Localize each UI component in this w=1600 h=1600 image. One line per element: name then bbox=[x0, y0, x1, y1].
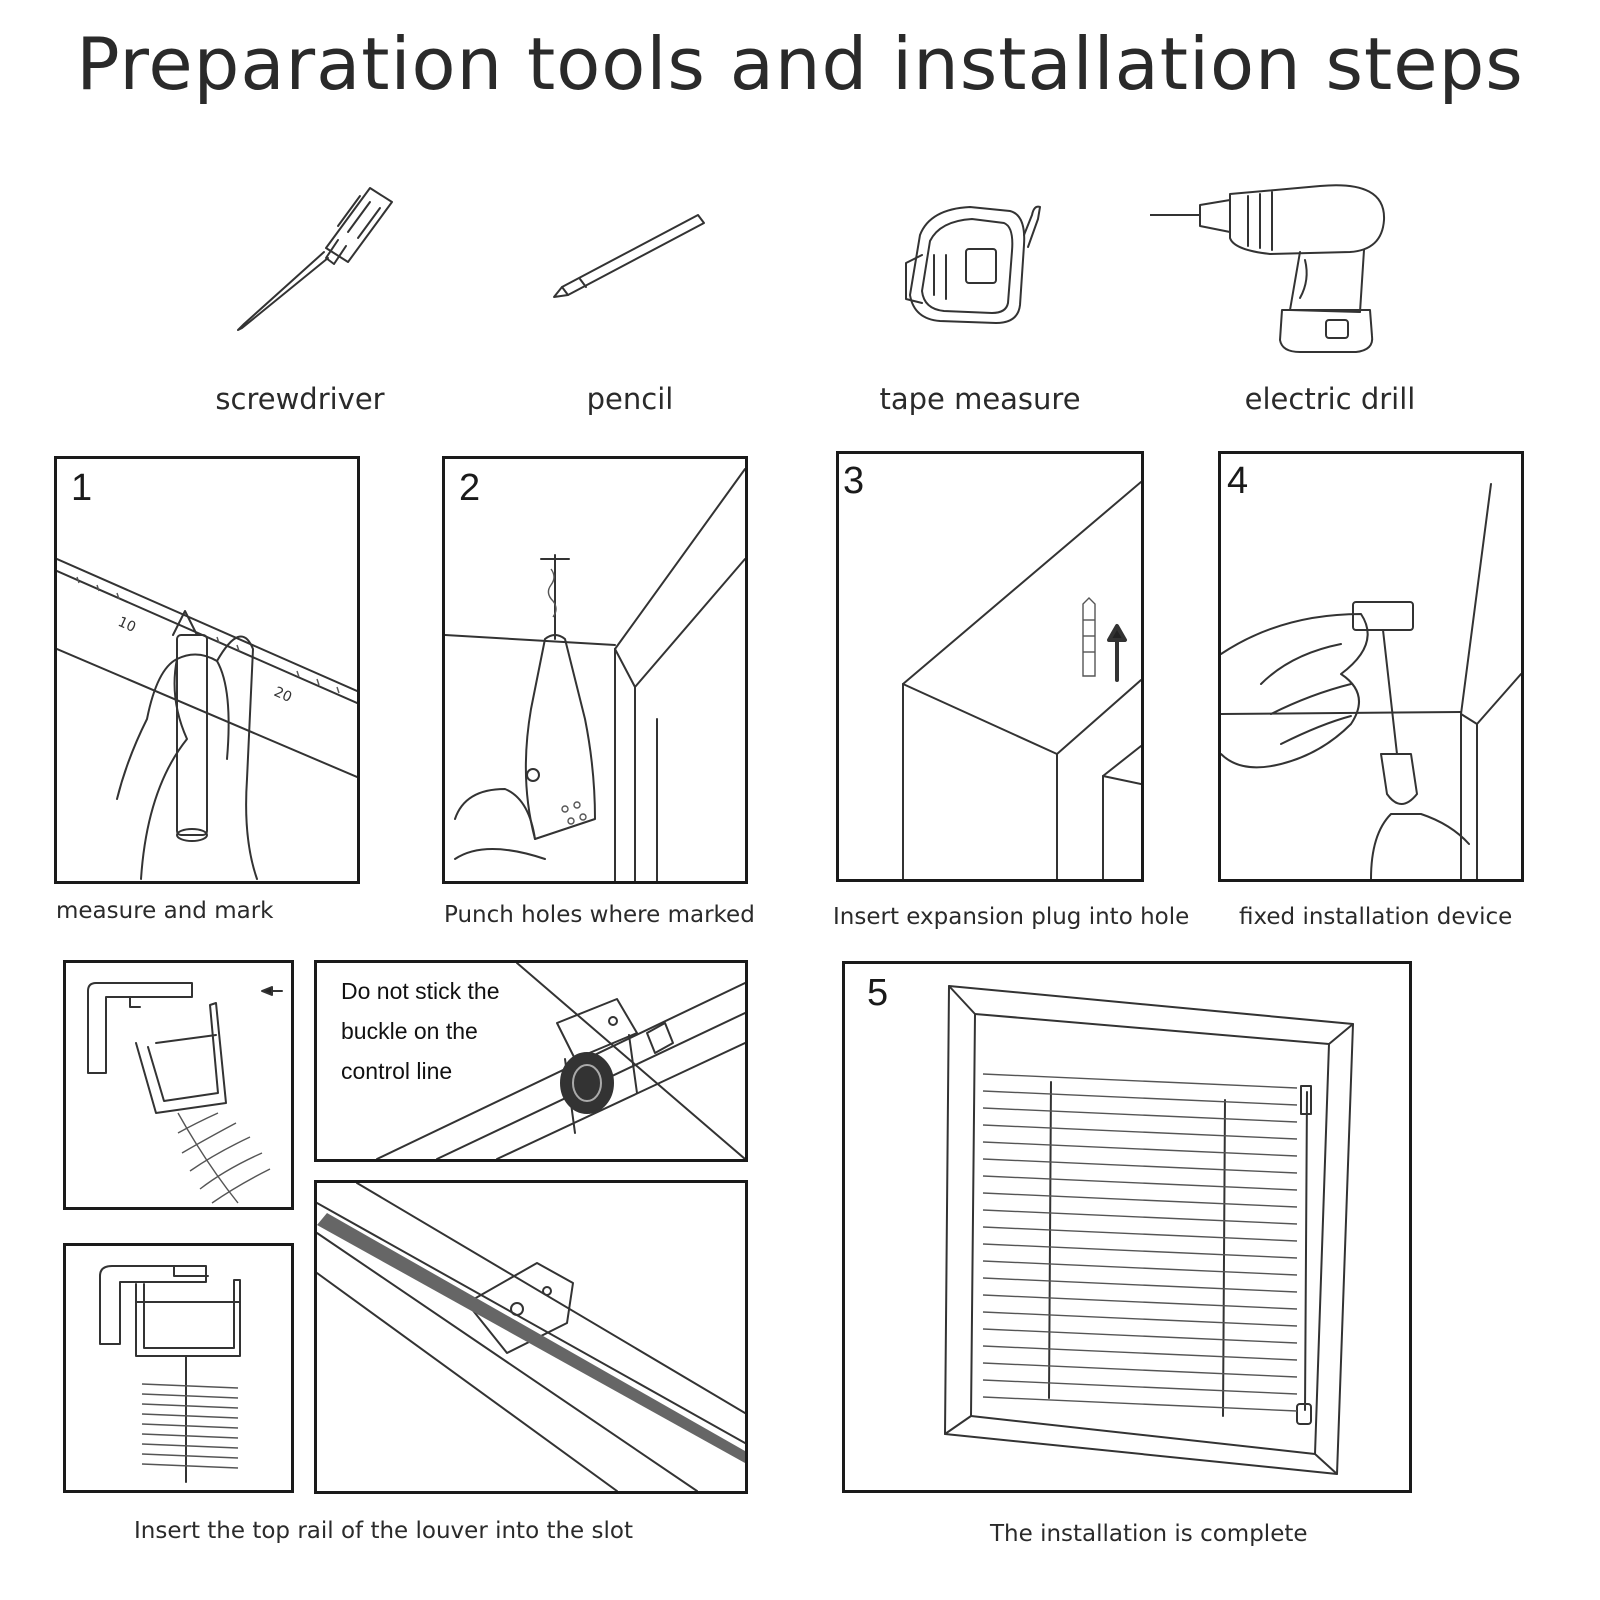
rail-perspective-panel bbox=[314, 1180, 748, 1494]
blind-slat bbox=[982, 1090, 1298, 1106]
tape-measure-icon bbox=[905, 205, 1041, 324]
tool-electric-drill bbox=[1149, 180, 1410, 360]
note-line-1: Do not stick the bbox=[341, 978, 500, 1004]
rail-section-caption: Insert the top rail of the louver into t… bbox=[134, 1518, 633, 1544]
step-1-panel: 10 20 1 bbox=[54, 456, 360, 884]
tool-label-tape-measure: tape measure bbox=[879, 382, 1081, 416]
blind-slat bbox=[982, 1141, 1298, 1157]
blind-slat bbox=[982, 1192, 1298, 1208]
note-line-3: control line bbox=[341, 1058, 453, 1084]
blind-slat bbox=[982, 1396, 1298, 1412]
step-3-caption: Insert expansion plug into hole bbox=[833, 904, 1190, 930]
note-line-2: buckle on the bbox=[341, 1018, 478, 1044]
tool-screwdriver bbox=[220, 180, 420, 340]
step-3-panel: 3 bbox=[836, 451, 1144, 882]
step-2-number: 2 bbox=[459, 467, 481, 509]
tool-pencil bbox=[550, 205, 710, 305]
step-2-panel: 2 bbox=[442, 456, 748, 884]
blind-slat bbox=[982, 1328, 1298, 1344]
step-5-panel: 5 bbox=[842, 961, 1412, 1493]
blind-slat bbox=[982, 1294, 1298, 1310]
blind-slat bbox=[982, 1175, 1298, 1191]
tool-label-pencil: pencil bbox=[586, 382, 674, 416]
step-2-caption: Punch holes where marked bbox=[444, 902, 755, 928]
screwdriver-icon bbox=[237, 187, 393, 331]
step-5-number: 5 bbox=[867, 972, 889, 1014]
page-title: Preparation tools and installation steps bbox=[76, 22, 1524, 106]
blind-slat bbox=[982, 1158, 1298, 1174]
ruler-tick-20: 20 bbox=[271, 684, 294, 706]
step-5-caption: The installation is complete bbox=[990, 1521, 1308, 1547]
rail-clip-front-view-panel bbox=[63, 1243, 294, 1493]
blind-slat bbox=[982, 1073, 1298, 1089]
blind-slat bbox=[982, 1379, 1298, 1395]
ruler-tick-10: 10 bbox=[115, 614, 138, 636]
step-4-number: 4 bbox=[1227, 460, 1249, 502]
step-3-number: 3 bbox=[843, 460, 865, 502]
blind-slat bbox=[982, 1107, 1298, 1123]
step-4-panel: 4 bbox=[1218, 451, 1524, 882]
blind-slat bbox=[982, 1277, 1298, 1293]
blind-slat bbox=[982, 1345, 1298, 1361]
blind-slat bbox=[982, 1226, 1298, 1242]
pencil-icon bbox=[553, 214, 705, 298]
blind-slat bbox=[982, 1362, 1298, 1378]
rail-warning-note: Do not stick the buckle on the control l… bbox=[341, 971, 500, 1091]
step-4-caption: fixed installation device bbox=[1239, 904, 1513, 930]
tool-tape-measure bbox=[900, 195, 1050, 335]
blind-slat bbox=[982, 1311, 1298, 1327]
rail-clip-side-view-panel bbox=[63, 960, 294, 1210]
blind-slat bbox=[982, 1260, 1298, 1276]
tool-label-electric-drill: electric drill bbox=[1244, 382, 1416, 416]
blind-slat bbox=[982, 1209, 1298, 1225]
blind-slat bbox=[982, 1243, 1298, 1259]
electric-drill-icon bbox=[1149, 184, 1386, 353]
tool-label-screwdriver: screwdriver bbox=[215, 382, 385, 416]
step-1-number: 1 bbox=[71, 467, 93, 509]
blind-slat bbox=[982, 1124, 1298, 1140]
rail-buckle-note-panel: Do not stick the buckle on the control l… bbox=[314, 960, 748, 1162]
step-1-caption: measure and mark bbox=[56, 898, 274, 924]
